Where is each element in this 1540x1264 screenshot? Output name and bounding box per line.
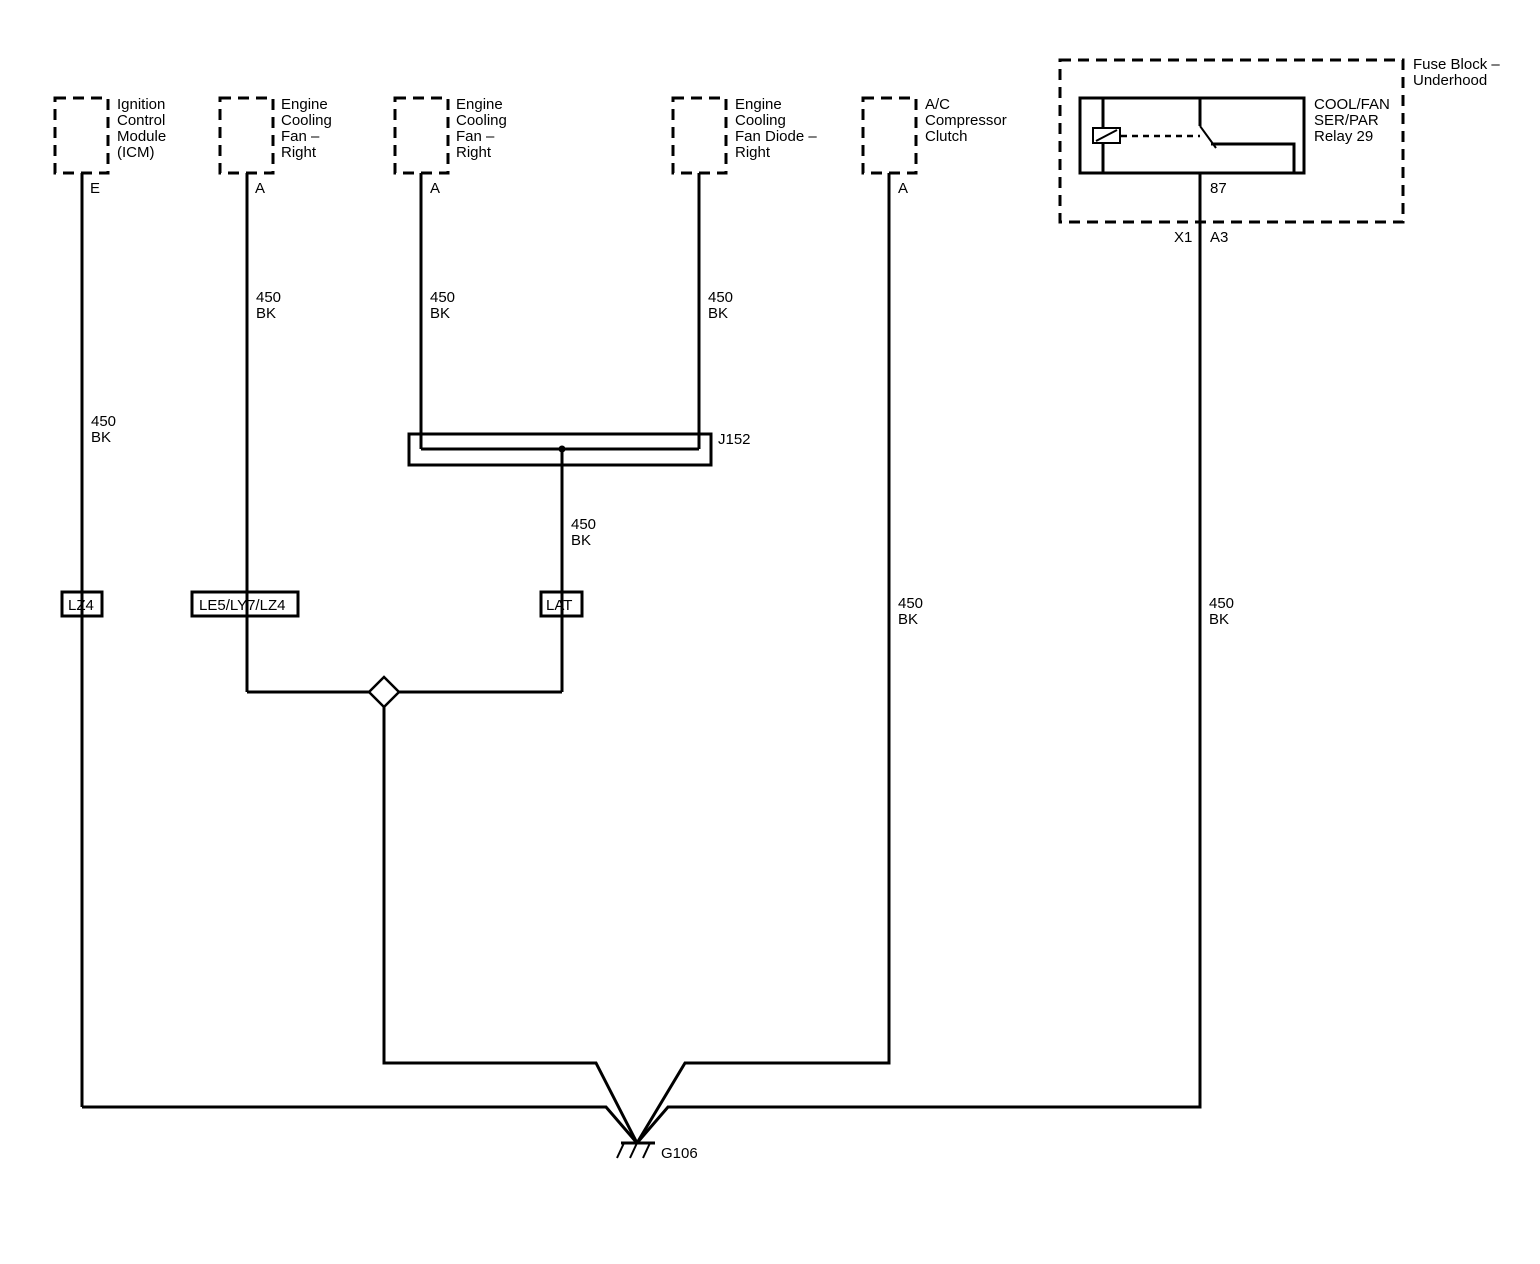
fuse-block-connector-x1: X1: [1174, 229, 1192, 246]
fuse-block-label: Fuse Block – Underhood: [1413, 56, 1504, 89]
ac-clutch-pin-label: A: [898, 180, 908, 197]
fan-diode-label-line: Engine: [735, 96, 782, 113]
fan-diode-label-line: Cooling: [735, 112, 786, 129]
splice-label: J152: [718, 431, 751, 448]
relay-label-line: Relay 29: [1314, 128, 1373, 145]
ground-label: G106: [661, 1145, 698, 1162]
fan-right-1-label-line: Cooling: [281, 112, 332, 129]
fan-diode-label-line: Fan Diode –: [735, 128, 817, 145]
ac-clutch-wire: [635, 173, 891, 1144]
option-lz4-label: LZ4: [68, 597, 94, 614]
icm-pin-label: E: [90, 180, 100, 197]
icm-label: Ignition Control Module (ICM): [117, 96, 170, 161]
fuse-block-connector-a3: A3: [1210, 229, 1228, 246]
circuit-color: BK: [898, 611, 918, 628]
fan-right-1-label-line: Fan –: [281, 128, 320, 145]
relay-switch-icon: [1198, 98, 1296, 222]
fan-right-1-pin-label: A: [255, 180, 265, 197]
option-lat: LAT: [539, 590, 584, 618]
circuit-number: 450: [1209, 595, 1234, 612]
circuit-color: BK: [708, 305, 728, 322]
option-lat-label: LAT: [546, 597, 572, 614]
circuit-color: BK: [1209, 611, 1229, 628]
ac-clutch-wire-label: 450 BK: [898, 595, 927, 628]
fan-right-2-wire-label: 450 BK: [430, 289, 459, 322]
splice-wire-label: 450 BK: [571, 516, 600, 549]
fan-diode-wire-label: 450 BK: [708, 289, 737, 322]
icm-component-box: [53, 96, 110, 175]
relay-coil-icon: [1092, 98, 1121, 173]
fan-diode-label: Engine Cooling Fan Diode – Right: [735, 96, 821, 161]
ac-clutch-component-box: [861, 96, 918, 175]
option-le5-ly7-lz4: LE5/LY7/LZ4: [190, 590, 300, 618]
icm-ground-run-wire: [82, 1105, 639, 1144]
icm-label-line: (ICM): [117, 144, 155, 161]
option-le5-label: LE5/LY7/LZ4: [199, 597, 285, 614]
icm-label-line: Ignition: [117, 96, 165, 113]
fan-diode-label-line: Right: [735, 144, 771, 161]
fan-right-2-label-line: Right: [456, 144, 492, 161]
circuit-number: 450: [256, 289, 281, 306]
option-lz4: LZ4: [60, 590, 104, 618]
option-junction-diamond-icon: [367, 675, 401, 709]
relay-wire-label: 450 BK: [1209, 595, 1238, 628]
fuse-block-label-line: Underhood: [1413, 72, 1487, 89]
ac-clutch-label: A/C Compressor Clutch: [925, 96, 1011, 145]
fan-right-2-label-line: Engine: [456, 96, 503, 113]
circuit-number: 450: [571, 516, 596, 533]
relay-label: COOL/FAN SER/PAR Relay 29: [1314, 96, 1394, 145]
circuit-color: BK: [430, 305, 450, 322]
fan-right-1-label: Engine Cooling Fan – Right: [281, 96, 336, 161]
circuit-number: 450: [898, 595, 923, 612]
relay-label-line: COOL/FAN: [1314, 96, 1390, 113]
relay-label-line: SER/PAR: [1314, 112, 1379, 129]
fuse-block-label-line: Fuse Block –: [1413, 56, 1500, 73]
fan-right-1-component-box: [218, 96, 275, 175]
circuit-color: BK: [91, 429, 111, 446]
circuit-number: 450: [91, 413, 116, 430]
ac-clutch-label-line: Compressor: [925, 112, 1007, 129]
fan-right-1-label-line: Right: [281, 144, 317, 161]
icm-wire-label: 450 BK: [91, 413, 120, 446]
circuit-color: BK: [256, 305, 276, 322]
circuit-number: 450: [708, 289, 733, 306]
fan-right-2-label-line: Cooling: [456, 112, 507, 129]
fan-diode-component-box: [671, 96, 728, 175]
circuit-color: BK: [571, 532, 591, 549]
fuse-block-box: [1058, 58, 1405, 224]
splice-node: [558, 445, 566, 453]
relay-box: [1078, 96, 1306, 175]
junction-to-ground-wire: [382, 692, 639, 1144]
fan-right-2-component-box: [393, 96, 450, 175]
splice-pack-j152: [407, 432, 713, 467]
ac-clutch-label-line: Clutch: [925, 128, 968, 145]
relay-wire: [635, 222, 1202, 1144]
fan-right-2-label-line: Fan –: [456, 128, 495, 145]
fan-right-2-pin-label: A: [430, 180, 440, 197]
icm-label-line: Module: [117, 128, 166, 145]
ac-clutch-label-line: A/C: [925, 96, 950, 113]
icm-label-line: Control: [117, 112, 165, 129]
fan-right-1-wire-label: 450 BK: [256, 289, 285, 322]
relay-pin-label: 87: [1210, 180, 1227, 197]
ground-icon: [616, 1141, 655, 1159]
fan-right-2-label: Engine Cooling Fan – Right: [456, 96, 511, 161]
circuit-number: 450: [430, 289, 455, 306]
fan-right-1-label-line: Engine: [281, 96, 328, 113]
